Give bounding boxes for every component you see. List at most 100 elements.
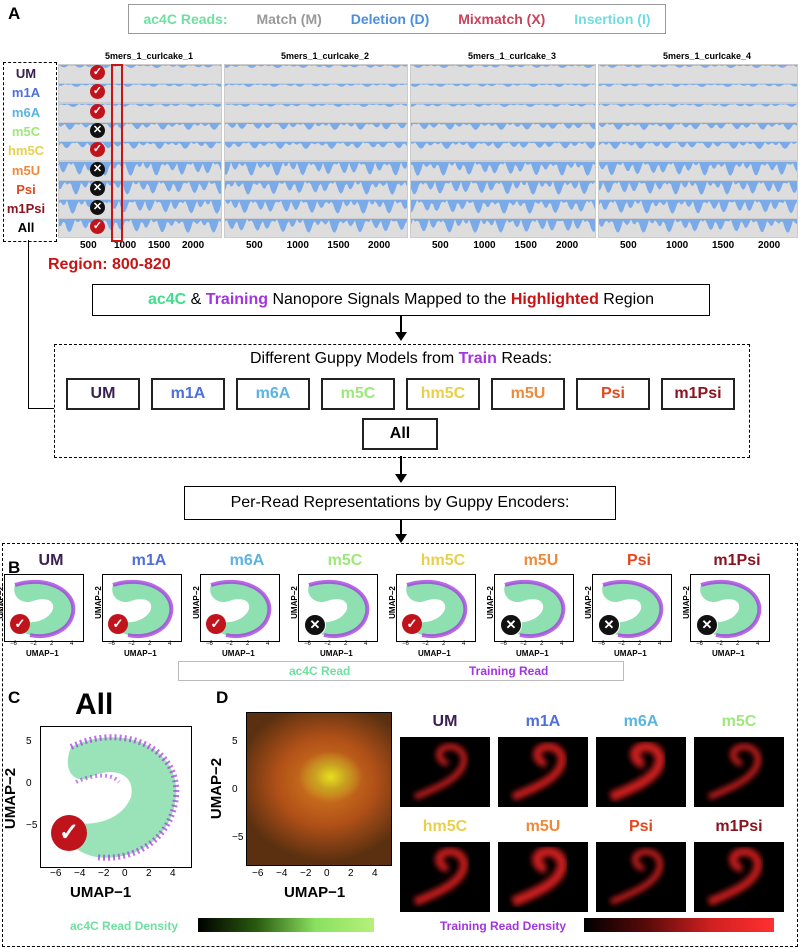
alignment-track xyxy=(58,199,222,220)
umap-xtick: 2 xyxy=(148,641,152,647)
alignment-track xyxy=(410,218,596,239)
track-tick: 2000 xyxy=(368,240,391,251)
model-box-hm5c: hm5C xyxy=(406,378,480,410)
legend-b-training: Training Read xyxy=(469,664,549,678)
panel-c-title: All xyxy=(75,688,114,721)
region-label: Region: 800-820 xyxy=(48,256,171,273)
row-label-all: All xyxy=(17,220,35,236)
model-box-m1psi: m1Psi xyxy=(661,378,735,410)
models-box xyxy=(54,344,750,458)
track-title: 5mers_1_curlcake_3 xyxy=(467,51,557,61)
umap-title-m1a: m1A xyxy=(131,552,167,569)
alignment-track xyxy=(410,64,596,84)
umap-xtick: −6 xyxy=(304,641,311,647)
heatmap-m5u xyxy=(498,842,588,912)
panel-c-ytick: 5 xyxy=(26,736,32,747)
alignment-track xyxy=(58,160,222,181)
check-icon: ✓ xyxy=(90,84,105,100)
panel-letter-b: B xyxy=(8,558,21,577)
panel-d-ytick: 0 xyxy=(232,784,238,795)
alignment-track xyxy=(598,160,798,181)
row-label-m1psi: m1Psi xyxy=(6,201,46,217)
legend-match: Match (M) xyxy=(256,11,322,27)
umap-xtick: 2 xyxy=(442,641,446,647)
legend-ac4c-reads: ac4C Reads: xyxy=(143,11,228,27)
panel-d-plot xyxy=(246,712,392,866)
umap-xtick: 4 xyxy=(70,641,74,647)
umap-xtick: −2 xyxy=(226,641,233,647)
check-icon: ✓ xyxy=(10,614,30,634)
model-box-m5c: m5C xyxy=(321,378,395,410)
model-box-m1a: m1A xyxy=(151,378,225,410)
check-icon: ✓ xyxy=(51,815,87,851)
heatmap-title-m1psi: m1Psi xyxy=(715,818,763,835)
umap-xlabel: UMAP−1 xyxy=(712,649,745,658)
heatmap-m1psi xyxy=(694,842,784,912)
panel-c-xlabel: UMAP−1 xyxy=(70,884,132,901)
track-tick: 500 xyxy=(246,240,263,251)
check-icon: ✓ xyxy=(90,142,105,158)
track-tick: 500 xyxy=(432,240,449,251)
cross-icon: ✕ xyxy=(500,614,522,636)
panel-d-xtick: 2 xyxy=(348,868,354,879)
umap-xtick: −6 xyxy=(10,641,17,647)
alignment-track xyxy=(410,141,596,162)
heatmap-um xyxy=(400,737,490,807)
umap-xtick: 4 xyxy=(658,641,662,647)
panel-d-xtick: −4 xyxy=(276,868,288,879)
track-tick: 2000 xyxy=(758,240,781,251)
row-label-m5c: m5C xyxy=(11,123,41,139)
track-tick: 1500 xyxy=(148,240,171,251)
umap-xlabel: UMAP−1 xyxy=(320,649,353,658)
check-icon: ✓ xyxy=(90,103,105,119)
heatmap-title-m5c: m5C xyxy=(721,713,757,730)
alignment-track xyxy=(58,64,222,84)
legend-mismatch: Mixmatch (X) xyxy=(458,11,546,27)
umap-xtick: 4 xyxy=(266,641,270,647)
row-label-m6a: m6A xyxy=(11,104,41,120)
umap-xtick: 4 xyxy=(560,641,564,647)
cross-icon: ✕ xyxy=(696,614,718,636)
track-title: 5mers_1_curlcake_2 xyxy=(280,51,370,61)
alignment-track xyxy=(410,83,596,104)
track-tick: 1000 xyxy=(666,240,689,251)
track-tick: 1500 xyxy=(712,240,735,251)
umap-xtick: −2 xyxy=(618,641,625,647)
umap-xtick: −6 xyxy=(402,641,409,647)
row-label-box xyxy=(3,62,57,242)
alignment-track xyxy=(58,218,222,239)
panel-letter-a: A xyxy=(8,4,21,23)
alignment-track xyxy=(224,121,408,142)
density-train-bar xyxy=(584,918,774,932)
alignment-track xyxy=(224,64,408,84)
panel-c-ytick: 0 xyxy=(26,778,32,789)
alignment-track xyxy=(598,121,798,142)
arrow-down-icon xyxy=(395,332,407,341)
arrow-down-icon xyxy=(395,474,407,483)
row-label-um: UM xyxy=(15,66,37,81)
heatmap-title-m6a: m6A xyxy=(623,713,659,730)
cross-icon: ✕ xyxy=(90,122,105,138)
panel-c-ylabel: UMAP−2 xyxy=(2,767,20,830)
alignment-track xyxy=(598,64,798,84)
panel-d-xtick: 0 xyxy=(324,868,330,879)
track-tick: 1000 xyxy=(473,240,496,251)
heatmap-title-m1a: m1A xyxy=(525,713,561,730)
panel-d-ylabel: UMAP−2 xyxy=(208,757,226,820)
umap-xtick: 4 xyxy=(168,641,172,647)
umap-title-um: UM xyxy=(38,552,64,569)
models-title: Different Guppy Models from Train Reads: xyxy=(249,350,553,367)
density-ac4c-label: ac4C Read Density xyxy=(70,919,179,933)
alignment-track xyxy=(58,121,222,142)
model-box-all: All xyxy=(362,418,438,450)
track-title: 5mers_1_curlcake_1 xyxy=(104,51,194,61)
track-tick: 1500 xyxy=(327,240,350,251)
row-label-psi: Psi xyxy=(16,181,36,197)
panel-c-xtick: −4 xyxy=(74,868,86,879)
umap-xtick: −6 xyxy=(598,641,605,647)
cross-icon: ✕ xyxy=(598,614,620,636)
cross-icon: ✕ xyxy=(304,614,326,636)
alignment-track xyxy=(598,83,798,104)
alignment-track xyxy=(58,179,222,200)
arrow-down-icon xyxy=(395,534,407,543)
